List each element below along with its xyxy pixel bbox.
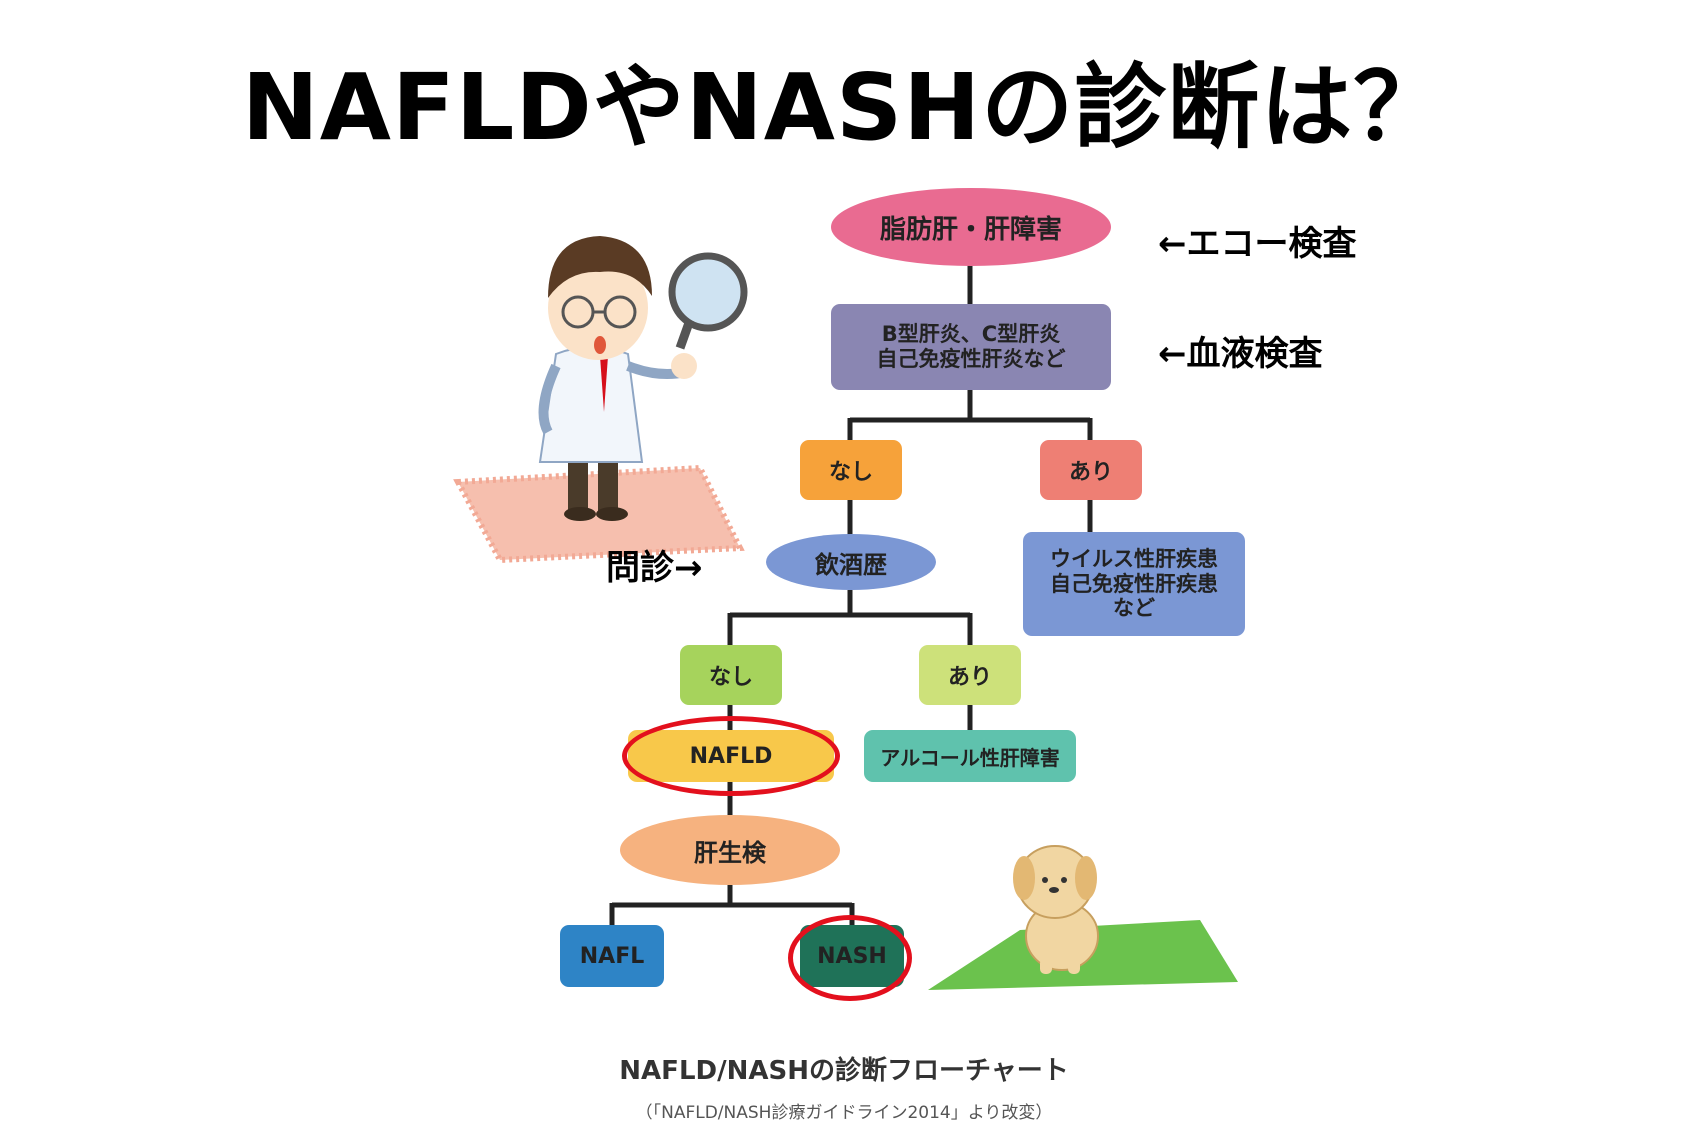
node-yes-2: あり bbox=[919, 645, 1021, 705]
node-nafl-label: NAFL bbox=[579, 943, 645, 969]
node-none-1: なし bbox=[800, 440, 902, 500]
node-none-2-label: なし bbox=[708, 665, 753, 690]
doctor-illustration bbox=[453, 236, 748, 564]
node-none-2: なし bbox=[680, 645, 782, 705]
node-alcoholic-liver: アルコール性肝障害 bbox=[864, 730, 1076, 782]
node-nafl: NAFL bbox=[560, 925, 664, 987]
node-viral-line1: ウイルス性肝疾患 bbox=[1050, 546, 1218, 571]
node-yes-1-label: あり bbox=[1068, 460, 1113, 485]
node-nafld-label: NAFLD bbox=[689, 743, 773, 769]
node-alcoholic-liver-label: アルコール性肝障害 bbox=[880, 745, 1060, 770]
node-none-1-label: なし bbox=[828, 460, 873, 485]
node-hepatitis-line2: 自己免疫性肝炎など bbox=[876, 347, 1066, 371]
annotation-interview: 問診→ bbox=[606, 548, 703, 588]
node-hepatitis-line1: B型肝炎、C型肝炎 bbox=[881, 322, 1061, 347]
node-liver-biopsy: 肝生検 bbox=[620, 815, 840, 885]
node-nash-label: NASH bbox=[817, 943, 887, 969]
annotation-echo: ←エコー検査 bbox=[1158, 224, 1357, 264]
flowchart-caption: NAFLD/NASHの診断フローチャート bbox=[619, 1056, 1069, 1086]
node-drinking-history-label: 飲酒歴 bbox=[815, 550, 887, 579]
puppy-illustration bbox=[928, 845, 1238, 990]
node-viral-line3: など bbox=[1113, 596, 1155, 621]
flowchart-source: （「NAFLD/NASH診療ガイドライン2014」より改変） bbox=[635, 1103, 1053, 1123]
node-yes-2-label: あり bbox=[947, 665, 992, 690]
node-fatty-liver-label: 脂肪肝・肝障害 bbox=[879, 214, 1062, 245]
node-nafld: NAFLD bbox=[628, 730, 834, 782]
node-liver-biopsy-label: 肝生検 bbox=[694, 838, 766, 867]
node-fatty-liver: 脂肪肝・肝障害 bbox=[831, 188, 1111, 266]
page-title: NAFLDやNASHの診断は？ bbox=[241, 54, 1447, 161]
node-yes-1: あり bbox=[1040, 440, 1142, 500]
node-drinking-history: 飲酒歴 bbox=[766, 534, 936, 590]
annotation-blood: ←血液検査 bbox=[1158, 334, 1323, 374]
node-viral-disease: ウイルス性肝疾患 自己免疫性肝疾患 など bbox=[1023, 532, 1245, 636]
node-hepatitis: B型肝炎、C型肝炎 自己免疫性肝炎など bbox=[831, 304, 1111, 390]
node-viral-line2: 自己免疫性肝疾患 bbox=[1050, 571, 1218, 596]
node-nash: NASH bbox=[800, 925, 904, 987]
